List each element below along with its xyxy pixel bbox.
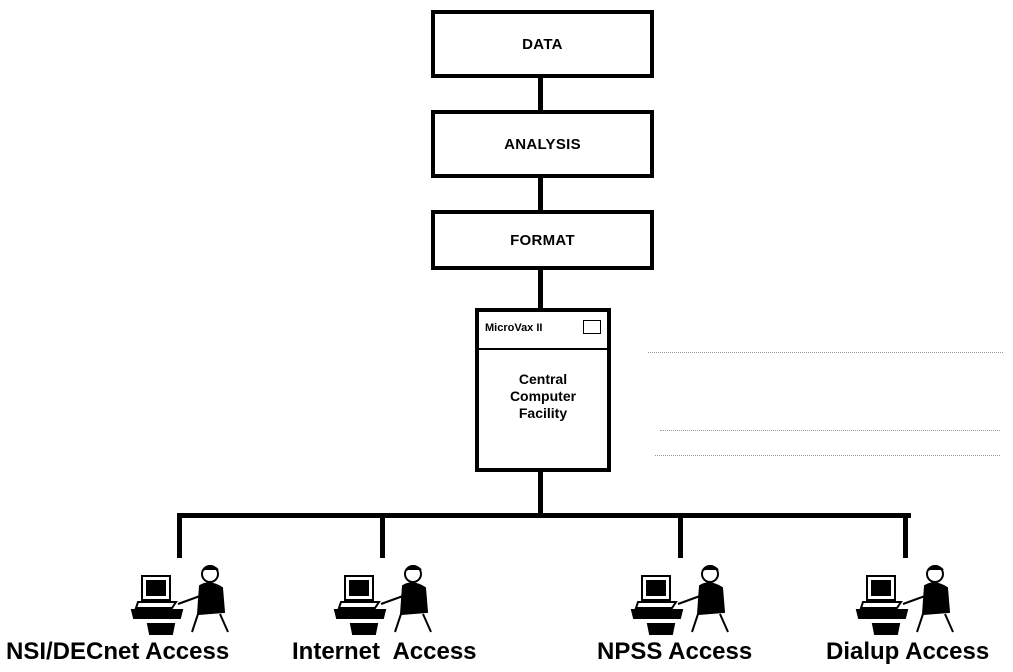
computer-desc-line-1: Central bbox=[518, 371, 568, 387]
drop-line-internet bbox=[380, 513, 385, 558]
drop-line-nsi bbox=[177, 513, 182, 558]
connector-format-computer bbox=[538, 270, 543, 308]
format-box: FORMAT bbox=[431, 210, 654, 270]
computer-header: MicroVax II bbox=[479, 312, 607, 350]
workstation-user-icon bbox=[130, 565, 229, 635]
computer-model-label: MicroVax II bbox=[485, 322, 543, 334]
scan-noise bbox=[660, 430, 1000, 432]
data-box: DATA bbox=[431, 10, 654, 78]
computer-description: Central Computer Facility bbox=[479, 371, 607, 422]
connector-data-analysis bbox=[538, 78, 543, 110]
access-label-nsi-decnet: NSI/DECnet Access bbox=[6, 638, 230, 665]
computer-desc-line-3: Facility bbox=[518, 405, 568, 421]
workstation-user-icon bbox=[333, 565, 432, 635]
analysis-box: ANALYSIS bbox=[431, 110, 654, 178]
access-label-dialup: Dialup Access bbox=[826, 638, 990, 665]
access-label-internet: Internet Access bbox=[292, 638, 477, 665]
workstation-user-icon bbox=[630, 565, 729, 635]
scan-noise bbox=[655, 455, 1000, 457]
data-label: DATA bbox=[522, 35, 563, 53]
analysis-label: ANALYSIS bbox=[504, 135, 581, 153]
access-label-npss: NPSS Access bbox=[597, 638, 753, 665]
drop-line-npss bbox=[678, 513, 683, 558]
connector-analysis-format bbox=[538, 178, 543, 210]
central-computer: MicroVax II Central Computer Facility bbox=[475, 308, 611, 472]
connector-computer-bus bbox=[538, 472, 543, 516]
distribution-bus bbox=[177, 513, 911, 518]
drop-line-dialup bbox=[903, 513, 908, 558]
workstation-user-icon bbox=[855, 565, 954, 635]
scan-noise bbox=[648, 352, 1003, 354]
computer-desc-line-2: Computer bbox=[509, 388, 577, 404]
drive-slot-icon bbox=[583, 320, 601, 334]
format-label: FORMAT bbox=[510, 231, 575, 249]
